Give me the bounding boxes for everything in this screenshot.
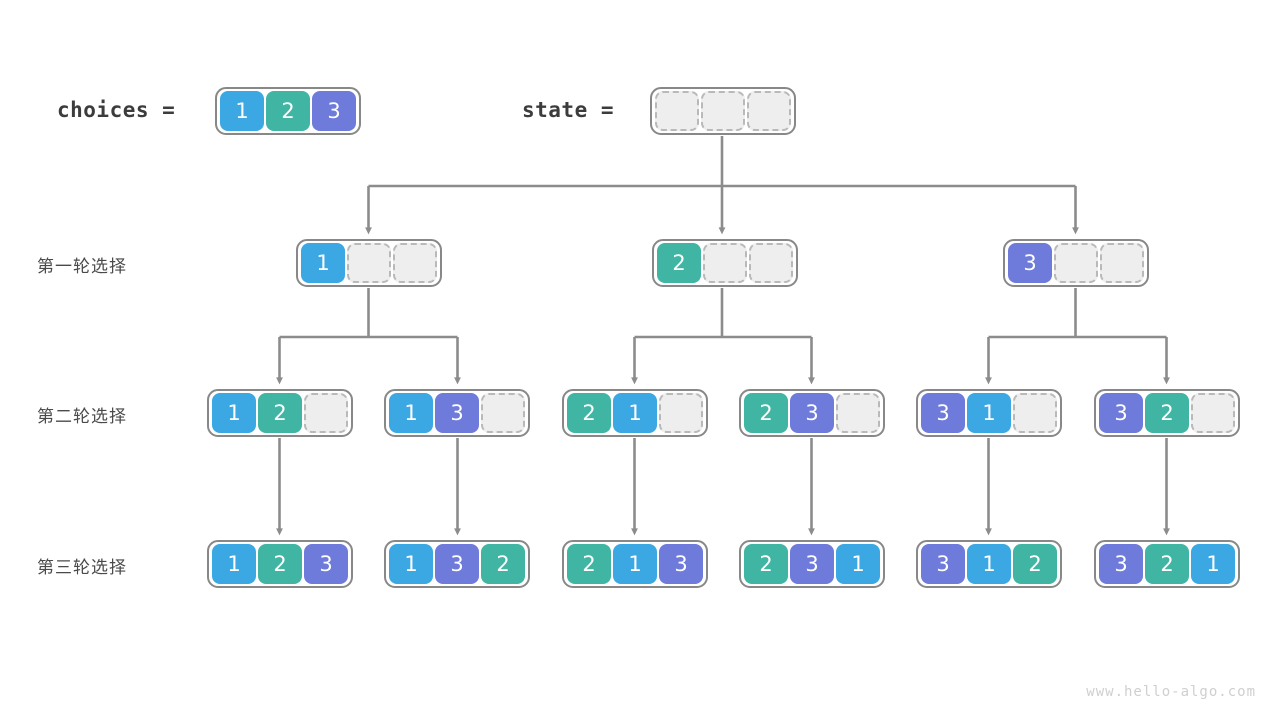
array-cell-filled: 2 xyxy=(744,393,788,433)
array-cell-empty xyxy=(481,393,525,433)
array-cell-filled: 3 xyxy=(921,544,965,584)
array-cell-filled: 1 xyxy=(301,243,345,283)
array-cell-filled: 3 xyxy=(312,91,356,131)
round-label-3: 第三轮选择 xyxy=(37,558,127,578)
array-cell-filled: 3 xyxy=(1099,393,1143,433)
array-cell-filled: 3 xyxy=(435,393,479,433)
tree-node-round-1-2: 2 xyxy=(652,239,798,287)
array-cell-empty xyxy=(1191,393,1235,433)
array-cell-filled: 1 xyxy=(389,544,433,584)
array-cell-filled: 1 xyxy=(1191,544,1235,584)
array-cell-filled: 1 xyxy=(836,544,880,584)
array-cell-empty xyxy=(747,91,791,131)
watermark: www.hello-algo.com xyxy=(1086,684,1256,700)
array-cell-filled: 2 xyxy=(657,243,701,283)
choices-label: choices = xyxy=(57,98,176,122)
round-label-1: 第一轮选择 xyxy=(37,257,127,277)
array-cell-empty xyxy=(655,91,699,131)
array-cell-filled: 2 xyxy=(266,91,310,131)
array-cell-filled: 3 xyxy=(659,544,703,584)
array-cell-filled: 3 xyxy=(921,393,965,433)
tree-node-round-1-1: 1 xyxy=(296,239,442,287)
state-array-box xyxy=(650,87,796,135)
array-cell-filled: 2 xyxy=(258,544,302,584)
array-cell-filled: 2 xyxy=(481,544,525,584)
array-cell-empty xyxy=(1013,393,1057,433)
array-cell-filled: 2 xyxy=(1145,393,1189,433)
array-cell-empty xyxy=(749,243,793,283)
array-cell-filled: 3 xyxy=(1008,243,1052,283)
array-cell-filled: 1 xyxy=(212,544,256,584)
array-cell-empty xyxy=(347,243,391,283)
array-cell-filled: 3 xyxy=(304,544,348,584)
array-cell-empty xyxy=(304,393,348,433)
array-cell-empty xyxy=(659,393,703,433)
array-cell-filled: 1 xyxy=(613,544,657,584)
array-cell-empty xyxy=(1100,243,1144,283)
array-cell-filled: 1 xyxy=(389,393,433,433)
array-cell-empty xyxy=(701,91,745,131)
array-cell-filled: 2 xyxy=(1013,544,1057,584)
array-cell-filled: 3 xyxy=(790,544,834,584)
array-cell-filled: 3 xyxy=(1099,544,1143,584)
array-cell-filled: 1 xyxy=(967,393,1011,433)
array-cell-filled: 1 xyxy=(220,91,264,131)
array-cell-filled: 2 xyxy=(567,393,611,433)
array-cell-filled: 3 xyxy=(435,544,479,584)
array-cell-filled: 2 xyxy=(258,393,302,433)
array-cell-filled: 1 xyxy=(212,393,256,433)
tree-node-round-1-3: 3 xyxy=(1003,239,1149,287)
array-cell-empty xyxy=(393,243,437,283)
array-cell-filled: 3 xyxy=(790,393,834,433)
round-label-2: 第二轮选择 xyxy=(37,407,127,427)
array-cell-empty xyxy=(1054,243,1098,283)
array-cell-filled: 1 xyxy=(613,393,657,433)
array-cell-empty xyxy=(703,243,747,283)
array-cell-filled: 2 xyxy=(567,544,611,584)
array-cell-empty xyxy=(836,393,880,433)
array-cell-filled: 1 xyxy=(967,544,1011,584)
state-label: state = xyxy=(522,98,615,122)
array-cell-filled: 2 xyxy=(744,544,788,584)
array-cell-filled: 2 xyxy=(1145,544,1189,584)
